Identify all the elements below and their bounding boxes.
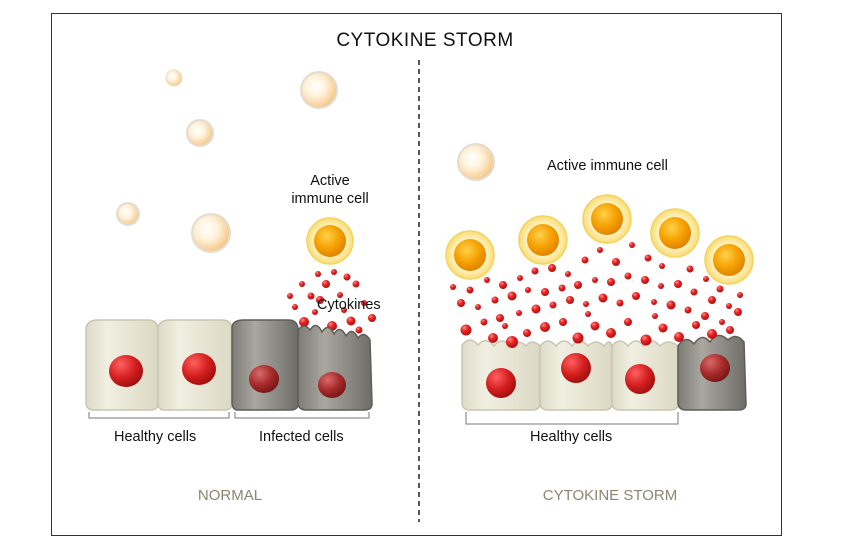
- nucleus: [109, 355, 143, 387]
- bracket-healthy-left: [88, 412, 230, 419]
- nucleus: [249, 365, 279, 393]
- bracket-infected-left: [234, 412, 370, 419]
- nucleus: [318, 372, 346, 398]
- cytokines-right: [450, 242, 743, 348]
- label-healthy-cells-right: Healthy cells: [530, 429, 613, 445]
- caption-cytokine-storm: CYTOKINE STORM: [542, 487, 678, 504]
- diagram-frame: [51, 13, 782, 536]
- label-healthy-cells-left: Healthy cells: [114, 429, 197, 445]
- infected-cell-right: [677, 334, 747, 411]
- resting-immune-cell: [191, 213, 231, 253]
- label-infected-cells: Infected cells: [259, 429, 344, 445]
- resting-immune-cell: [300, 71, 338, 109]
- resting-immune-cell: [457, 143, 495, 181]
- nucleus: [561, 353, 591, 383]
- active-immune-cell-left: [306, 217, 354, 265]
- nucleus: [625, 364, 655, 394]
- infected-cells-left: [231, 319, 373, 411]
- resting-immune-cell: [165, 69, 183, 87]
- nucleus: [700, 354, 730, 382]
- label-active-immune-cell-right: Active immune cell: [547, 158, 668, 174]
- resting-immune-cell: [116, 202, 140, 226]
- active-immune-cells-right: [445, 194, 754, 285]
- bracket-healthy-right: [465, 412, 679, 425]
- resting-immune-cells-left: [116, 69, 338, 253]
- label-cytokines: Cytokines: [317, 297, 381, 313]
- healthy-cells-left: [85, 319, 233, 411]
- healthy-cells-right: [461, 339, 679, 411]
- diagram-title: CYTOKINE STORM: [336, 30, 514, 51]
- nucleus: [182, 353, 216, 385]
- label-active-immune-cell-left: Active immune cell: [291, 173, 369, 207]
- resting-immune-cell: [186, 119, 214, 147]
- caption-normal: NORMAL: [197, 487, 263, 504]
- nucleus: [486, 368, 516, 398]
